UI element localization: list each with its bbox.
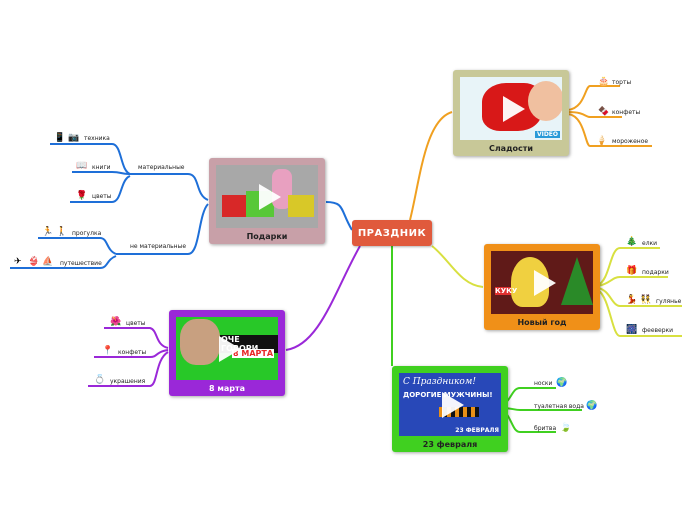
march8-video-thumbnail[interactable]: ОЧЕ ГОВОРИ 8 МАРТА	[176, 317, 278, 380]
leaf-gifts-walk[interactable]: прогулка	[72, 230, 102, 237]
ice-cream-icon: 🍦	[596, 136, 608, 146]
newyear-thumb-label: КУКУ	[495, 287, 518, 295]
leaf-feb23-razor[interactable]: бритва	[534, 425, 557, 432]
leaf-newyear-fireworks[interactable]: фееверки	[642, 327, 674, 334]
leaf-newyear-trees[interactable]: елки	[642, 240, 658, 247]
topic-feb23-title: 23 февраля	[422, 440, 478, 449]
topic-march8-title: 8 марта	[208, 384, 246, 393]
march8-boy	[180, 319, 220, 365]
candy-face	[528, 81, 562, 121]
bikini-icon: 👙	[28, 257, 40, 267]
sailboat-icon: ⛵	[42, 257, 54, 267]
book-icon: 📖	[76, 161, 88, 171]
feb23-thumb-label-3: 23 ФЕВРАЛЯ	[455, 427, 499, 434]
phone-icon: 📱	[54, 133, 66, 143]
couple-icon: 👯	[640, 295, 652, 305]
feb23-thumb-label-1: С Праздником!	[403, 377, 476, 387]
play-icon[interactable]	[442, 391, 464, 418]
ring-icon: 💍	[94, 375, 106, 385]
leaf-sweets-cakes[interactable]: торты	[612, 79, 632, 86]
leaf-march8-jewelry[interactable]: украшения	[110, 378, 146, 385]
globe-icon: 🌍	[556, 378, 568, 388]
gift-box-yellow	[288, 195, 314, 217]
leaf-sweets-icecream[interactable]: мороженое	[612, 138, 649, 145]
topic-gifts[interactable]: Подарки	[209, 158, 325, 244]
chocolate-icon: 🍫	[598, 107, 610, 117]
fireworks-icon: 🎆	[626, 325, 638, 335]
leaf-gifts-books[interactable]: книги	[92, 164, 111, 171]
leaf-newyear-party[interactable]: гулянье	[656, 298, 682, 305]
topic-feb23[interactable]: С Праздником! ДОРОГИЕ МУЖЧИНЫ! 23 ФЕВРАЛ…	[392, 366, 508, 452]
subtopic-nonmaterial[interactable]: не материальные	[130, 243, 187, 250]
leaf-sweets-candy[interactable]: конфеты	[612, 109, 641, 116]
rose-icon: 🌹	[76, 191, 88, 201]
gift-icon: 🎁	[626, 266, 638, 276]
central-topic[interactable]: ПРАЗДНИК	[352, 220, 432, 246]
feb23-video-thumbnail[interactable]: С Праздником! ДОРОГИЕ МУЖЧИНЫ! 23 ФЕВРАЛ…	[399, 373, 501, 436]
topic-newyear-title: Новый год	[517, 318, 567, 327]
leaf-gifts-tech[interactable]: техника	[84, 135, 110, 142]
newyear-tree	[561, 257, 593, 305]
leaf-newyear-gifts[interactable]: подарки	[642, 269, 669, 276]
globe-icon: 🌍	[586, 401, 598, 411]
play-icon[interactable]	[219, 335, 241, 362]
camera-icon: 📷	[68, 133, 80, 143]
sweets-video-thumbnail[interactable]: VIDEO	[460, 77, 562, 140]
leaf-march8-candy[interactable]: конфеты	[118, 349, 147, 356]
march8-thumb-label-2: 8 МАРТА	[232, 349, 275, 358]
topic-sweets-title: Сладости	[488, 144, 534, 153]
newyear-video-thumbnail[interactable]: КУКУ	[491, 251, 593, 314]
play-icon[interactable]	[503, 95, 525, 122]
christmas-tree-icon: 🎄	[626, 237, 638, 247]
leaf-march8-flowers[interactable]: цветы	[126, 320, 146, 327]
leaf-feb23-cologne[interactable]: туалетная вода	[534, 403, 584, 410]
leaf-gifts-travel[interactable]: путешествие	[60, 260, 102, 267]
gift-box-red	[222, 195, 248, 217]
plane-icon: ✈	[14, 257, 22, 267]
leaf-icon: 🍃	[560, 423, 572, 433]
topic-newyear[interactable]: КУКУ Новый год	[484, 244, 600, 330]
sweets-thumb-label: VIDEO	[534, 131, 560, 138]
leaf-gifts-flowers[interactable]: цветы	[92, 193, 112, 200]
topic-march8[interactable]: ОЧЕ ГОВОРИ 8 МАРТА 8 марта	[169, 310, 285, 396]
hiking-icon: 🚶	[56, 227, 68, 237]
cake-icon: 🎂	[598, 77, 610, 87]
dancing-icon: 💃	[626, 295, 638, 305]
topic-gifts-title: Подарки	[246, 232, 288, 241]
pushpin-icon: 📍	[102, 346, 114, 356]
leaf-feb23-socks[interactable]: носки	[534, 380, 553, 387]
flower-icon: 🌺	[110, 317, 122, 327]
gifts-video-thumbnail[interactable]	[216, 165, 318, 228]
walking-icon: 🏃	[42, 227, 54, 237]
play-icon[interactable]	[534, 269, 556, 296]
topic-sweets[interactable]: VIDEO Сладости	[453, 70, 569, 156]
play-icon[interactable]	[259, 183, 281, 210]
subtopic-material[interactable]: материальные	[138, 164, 185, 171]
